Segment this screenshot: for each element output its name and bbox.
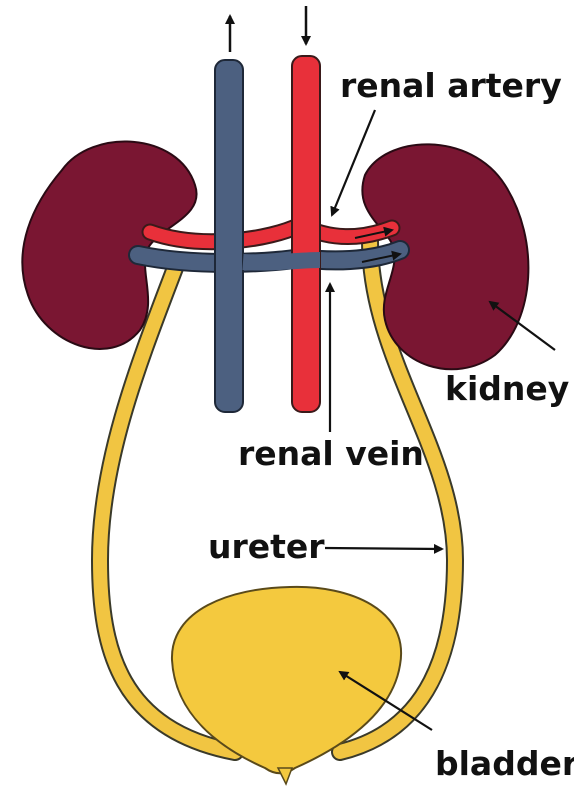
- vena-cava: [215, 60, 243, 412]
- renal-arteries: [150, 225, 392, 242]
- label-renal-vein: renal vein: [238, 434, 424, 473]
- flow-arrows: [230, 6, 306, 52]
- bladder: [172, 587, 401, 784]
- ureter-pointer: [325, 548, 442, 549]
- label-kidney: kidney: [445, 369, 569, 408]
- label-renal-artery: renal artery: [340, 66, 562, 105]
- label-ureter: ureter: [208, 527, 325, 566]
- aorta: [292, 56, 320, 412]
- label-bladder: bladder: [435, 744, 574, 783]
